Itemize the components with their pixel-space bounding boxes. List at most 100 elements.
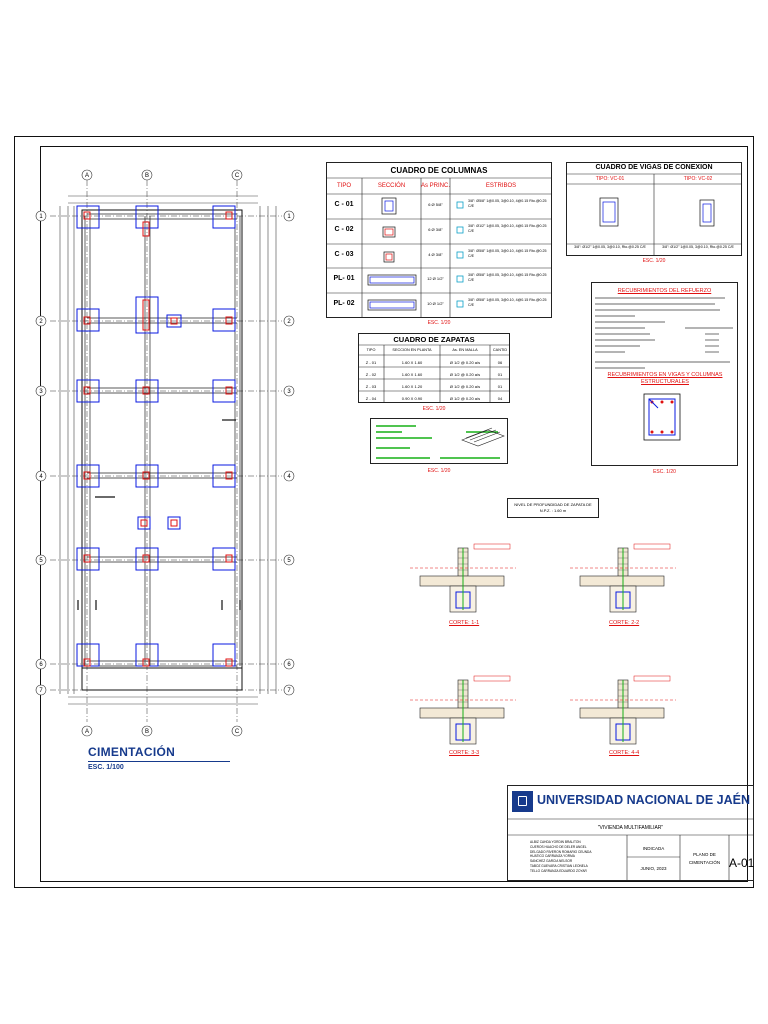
- sheet-title: PLANO DE CIMENTACIÓN: [688, 852, 721, 865]
- svg-text:B: B: [145, 173, 149, 179]
- zapata-detail-box: [370, 418, 508, 464]
- svg-text:5: 5: [39, 558, 43, 564]
- university-name: UNIVERSIDAD NACIONAL DE JAÉN: [537, 793, 750, 807]
- zapata-cell: Z - 04: [365, 396, 377, 401]
- zapata-cell: Ø 1/2 @ 0.20 a/s: [449, 396, 481, 401]
- columna-estribos: 3/8": Ø1/2" 1@0.05, 3@0.10, 4@0.15 Rto.@…: [468, 224, 547, 233]
- corte-1-label: CORTE: 1-1: [449, 620, 480, 626]
- author-name: HUATICO CARRANZA YORMA: [530, 854, 575, 859]
- corte-3-drawing: [410, 675, 516, 745]
- date-value: JUNIO, 2023: [640, 866, 667, 871]
- axis-bubble-2-right: 2: [283, 315, 295, 327]
- columna-tipo: PL- 01: [333, 275, 355, 282]
- zapatas-header-cantid: CANTID: [492, 348, 508, 352]
- zapatas-scale: ESC. 1/20: [422, 406, 446, 412]
- zapata-cell: Ø 1/2 @ 0.20 a/s: [449, 360, 481, 365]
- drawing-inner-frame: [40, 146, 748, 882]
- columna-estribos: 3/8": Ø5/8" 1@0.05, 3@0.10, 4@0.15 Rto.@…: [468, 249, 547, 258]
- zapata-cell: 1.60 X 1.60: [401, 372, 423, 377]
- svg-text:3: 3: [287, 389, 291, 395]
- columna-estribos: 3/8": Ø5/8" 1@0.05, 3@0.10, 4@0.15 Rto.@…: [468, 273, 547, 282]
- columna-tipo: PL- 02: [333, 300, 355, 307]
- nivel-note: NIVEL DE PROFUNDIDAD DE ZAPATA DE N.P.Z.…: [514, 502, 592, 513]
- svg-text:1: 1: [287, 214, 291, 220]
- svg-text:C: C: [235, 173, 240, 179]
- columna-estribos: 3/8": Ø5/8" 1@0.05, 3@0.10, 4@0.15 Rto.@…: [468, 298, 547, 307]
- zapatas-header-seccion: SECCION EN PLANTA: [392, 348, 432, 352]
- axis-bubble-5-right: 5: [283, 554, 295, 566]
- zapata-cell: Ø 1/2 @ 0.20 a/s: [449, 384, 481, 389]
- svg-text:4: 4: [39, 474, 43, 480]
- columna-as: 12 Ø 1/2": [427, 276, 444, 281]
- axis-bubble-7: 7: [35, 684, 47, 696]
- columnas-header-estribos: ESTRIBOS: [485, 183, 517, 189]
- zapatas-grid: [358, 344, 510, 403]
- drawing-frame: [14, 136, 754, 888]
- plan-title: CIMENTACIÓN: [88, 745, 176, 759]
- zapata-detail-scale: ESC. 1/20: [427, 468, 451, 474]
- axis-bubble-7-right: 7: [283, 684, 295, 696]
- columna-as: 6 Ø 3/8": [428, 227, 443, 232]
- zapata-cell: 01: [497, 384, 503, 389]
- axis-bubble-1: 1: [35, 210, 47, 222]
- columnas-table: [326, 162, 552, 318]
- sheet-number: A-01: [729, 856, 755, 870]
- axis-bubble-3-right: 3: [283, 385, 295, 397]
- svg-text:4: 4: [287, 474, 291, 480]
- recubrimientos-subtitle: RECUBRIMIENTOS EN VIGAS Y COLUMNAS ESTRU…: [607, 372, 723, 385]
- zapata-detail: [376, 425, 505, 459]
- recubrimientos-scale: ESC. 1/20: [653, 469, 676, 475]
- vigas-title: CUADRO DE VIGAS DE CONEXION: [595, 164, 713, 171]
- axis-bubble-3: 3: [35, 385, 47, 397]
- svg-text:5: 5: [287, 558, 291, 564]
- columnas-title: CUADRO DE COLUMNAS: [390, 166, 488, 175]
- recubrimientos-text-lines: [595, 297, 733, 369]
- vigas-scale: ESC. 1/20: [642, 258, 666, 264]
- title-block-grid: [507, 818, 754, 881]
- axis-bubble-C: C: [231, 169, 243, 181]
- zapatas-title: CUADRO DE ZAPATAS: [393, 335, 475, 344]
- columnas-header-seccion: SECCIÓN: [377, 183, 406, 189]
- svg-text:2: 2: [39, 319, 43, 325]
- svg-text:A: A: [85, 173, 89, 179]
- columna-as: 4 Ø 3/8": [428, 252, 443, 257]
- zapata-cell: Ø 1/2 @ 0.20 a/s: [449, 372, 481, 377]
- recubrimientos-title: RECUBRIMIENTOS DEL REFUERZO: [617, 288, 712, 294]
- corte-4-drawing: [570, 675, 676, 745]
- columna-as: 6 Ø 5/8": [428, 202, 443, 207]
- viga-note-vc02: 3/8": Ø1/2" 1@0.05, 3@0.10, Rto.@0.25 C/…: [662, 245, 734, 249]
- zapata-cell: 1.60 X 1.60: [401, 360, 423, 365]
- axis-bubble-B: B: [141, 169, 153, 181]
- author-name: CUEROS HUACHO DE DELER ANGEL: [530, 844, 587, 849]
- columna-tipo: C - 02: [334, 226, 354, 233]
- zapata-cell: 04: [497, 396, 503, 401]
- viga-type-vc01: TIPO: VC-01: [595, 176, 625, 182]
- zapatas-header-as: As. EN MALLA: [452, 348, 478, 352]
- recubrimientos-section: [643, 393, 681, 441]
- svg-text:7: 7: [287, 688, 291, 694]
- zapata-cell: 01: [497, 372, 503, 377]
- axis-bubble-4: 4: [35, 470, 47, 482]
- author-name: TABOZ GUEVARA CRISTIAN LEONELA: [530, 863, 588, 868]
- svg-text:7: 7: [39, 688, 43, 694]
- author-name: SANCHEZ GARCIA NELSOR: [530, 859, 573, 864]
- author-name: DELGADO RIVERON ROMARIO CEUNDA: [530, 849, 592, 854]
- svg-text:1: 1: [39, 214, 43, 220]
- zapata-cell: Z - 02: [365, 372, 377, 377]
- svg-text:C: C: [235, 729, 240, 735]
- columna-as: 10 Ø 1/2": [427, 301, 444, 306]
- corte-4-label: CORTE: 4-4: [609, 750, 640, 756]
- plan-title-underline: [88, 761, 230, 762]
- author-name: TELLO CARRANZA EDUARDO ZOYAR: [530, 868, 587, 873]
- corte-1-drawing: [410, 543, 516, 613]
- axis-bubble-A: A: [81, 169, 93, 181]
- university-logo: [512, 791, 533, 812]
- corte-2-drawing: [570, 543, 676, 613]
- scale-value: INDICADA: [642, 846, 665, 851]
- columnas-grid: [326, 177, 552, 318]
- columna-estribos: 3/8": Ø5/8" 1@0.05, 3@0.10, 4@0.15 Rto.@…: [468, 199, 547, 208]
- zapata-cell: 1.60 X 1.20: [401, 384, 423, 389]
- title-block: [507, 785, 754, 881]
